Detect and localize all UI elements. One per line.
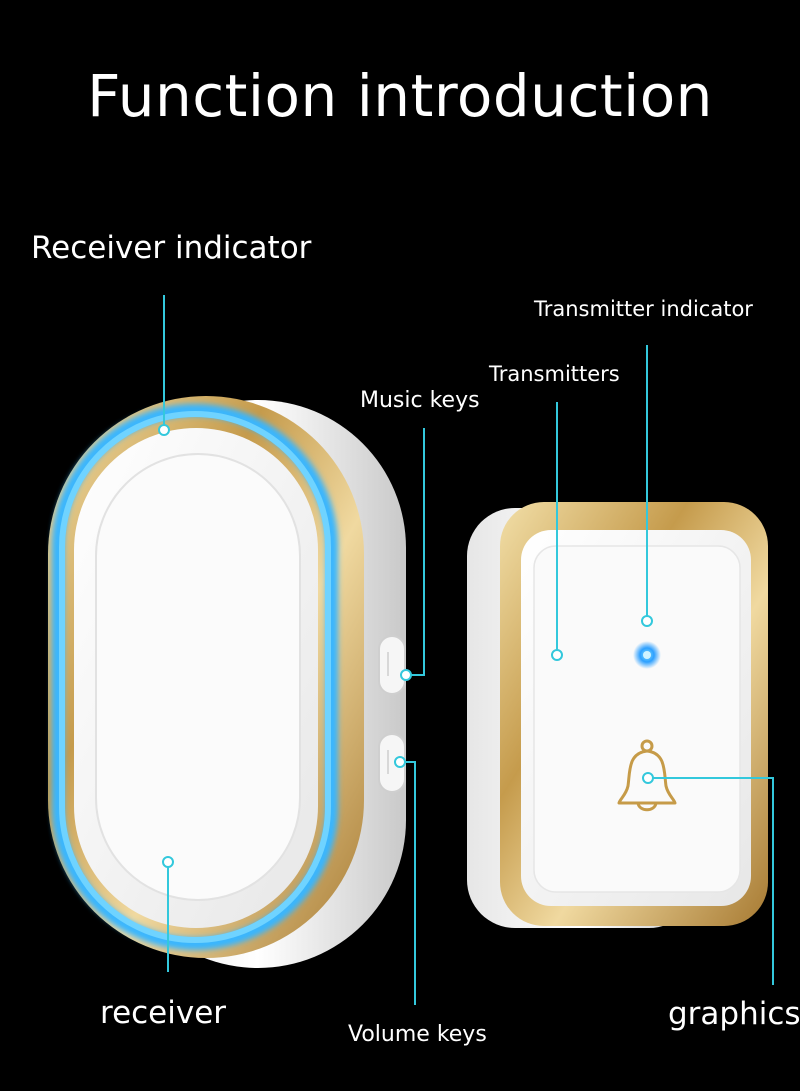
transmitter-indicator-label: Transmitter indicator — [534, 297, 753, 321]
receiver-device — [48, 396, 406, 968]
transmitter-led — [643, 651, 651, 659]
receiver-blue-ring — [59, 411, 331, 943]
receiver-blue-glow — [52, 404, 338, 950]
music-keys-label: Music keys — [360, 388, 480, 413]
transmitters-label: Transmitters — [489, 362, 620, 386]
transmitter-face-inner — [533, 545, 741, 893]
page-title: Function introduction — [87, 62, 713, 130]
receiver-face-inner — [95, 453, 301, 901]
transmitter-device — [467, 502, 768, 928]
volume-keys-label: Volume keys — [348, 1022, 487, 1047]
callout-graphics — [648, 777, 774, 985]
music-key-button — [378, 635, 406, 695]
receiver-indicator-label: Receiver indicator — [31, 230, 312, 266]
callout-dots — [158, 424, 654, 868]
graphics-label: graphics — [668, 996, 800, 1032]
receiver-label: receiver — [100, 995, 227, 1031]
callout-music-keys — [406, 428, 425, 676]
bell-icon — [617, 739, 677, 812]
